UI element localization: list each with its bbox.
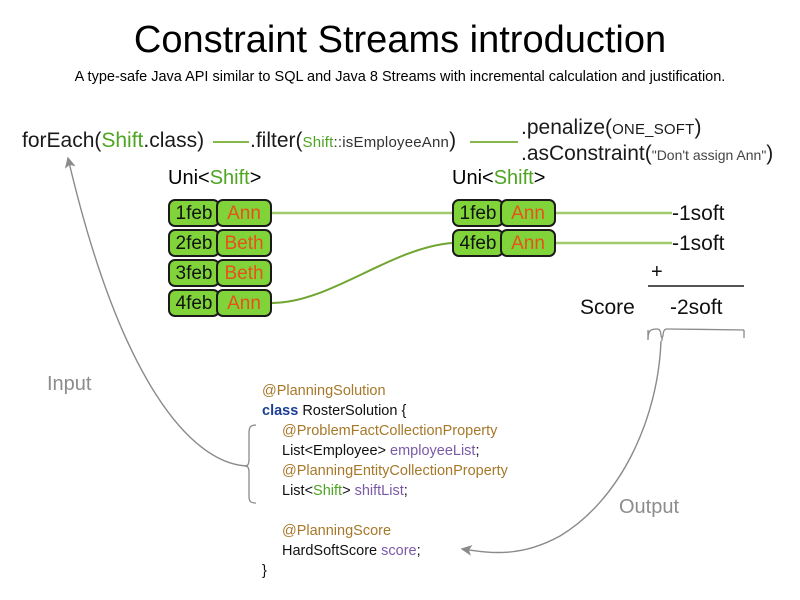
code-token-field: shiftList [354,483,404,499]
fact-card[interactable]: 1feb Ann [168,199,272,227]
fact-card[interactable]: 2feb Beth [168,229,272,257]
filter-ref-method-label: ::isEmployeeAnn [333,134,450,151]
fact-date: 4feb [452,229,504,257]
fact-date: 1feb [452,199,504,227]
foreach-tail-label: .class) [143,129,205,152]
code-token-plain: } [262,563,267,579]
uni-prefix-left: Uni< [168,167,210,189]
code-token-field: score [381,543,417,559]
uni-generic-left: Shift [209,167,250,189]
penalize-close-paren: ) [694,116,702,139]
code-token-plain: List< [282,483,314,499]
fact-card[interactable]: 1feb Ann [452,199,556,227]
fact-employee: Ann [216,289,272,317]
fact-card[interactable]: 4feb Ann [452,229,556,257]
stream-type-label-left: Uni<Shift> [168,166,261,190]
code-token-plain: HardSoftScore [282,543,382,559]
score-label: Score [580,296,635,319]
penalize-arg-label: ONE_SOFT [612,121,695,138]
code-line: @PlanningEntityCollectionProperty [262,461,508,481]
code-line: @PlanningSolution [262,381,508,401]
code-line: @ProblemFactCollectionProperty [262,421,508,441]
code-token-plain: List<Employee> [282,443,391,459]
score-total: -2soft [670,296,723,319]
code-token-plain: RosterSolution { [302,403,407,419]
code-token-plain: > [342,483,355,499]
fact-employee: Ann [216,199,272,227]
fact-employee: Ann [500,229,556,257]
stream-type-label-right: Uni<Shift> [452,166,545,190]
uni-prefix-right: Uni< [452,167,494,189]
code-token-field: employeeList [390,443,476,459]
filter-ref-type-label: Shift [302,134,334,151]
code-token-anno: @ProblemFactCollectionProperty [282,423,498,439]
code-token-anno: @PlanningScore [282,523,392,539]
fact-date: 2feb [168,229,220,257]
input-label: Input [47,373,92,395]
fact-card[interactable]: 4feb Ann [168,289,272,317]
score-impact: -1soft [672,202,725,225]
fact-date: 3feb [168,259,220,287]
code-token-kw: class [262,403,303,419]
asconstraint-method-label: .asConstraint( [521,142,652,165]
pipeline-connector-1 [213,141,249,143]
code-line: List<Employee> employeeList; [262,441,508,461]
filter-method-label: .filter( [250,129,303,152]
stream-link-curve [271,242,453,304]
code-line [262,501,508,521]
code-line: class RosterSolution { [262,401,508,421]
score-sum-operator: + [651,261,663,283]
uni-suffix-right: > [533,167,546,189]
page-title: Constraint Streams introduction [133,19,667,61]
code-field-brace [244,424,257,504]
code-block: @PlanningSolution class RosterSolution { @… [262,381,508,581]
foreach-method-label: forEach( [22,129,102,152]
code-token-plain: ; [403,483,408,499]
page-subtitle: A type-safe Java API similar to SQL and … [74,69,726,85]
code-token-plain [262,503,266,519]
penalize-method-label: .penalize( [521,116,613,139]
code-token-green: Shift [313,483,343,499]
code-token-plain: ; [475,443,480,459]
fact-employee: Beth [216,259,272,287]
code-token-anno: @PlanningEntityCollectionProperty [282,463,508,479]
pipeline-connector-2 [470,141,518,143]
fact-date: 4feb [168,289,220,317]
uni-generic-right: Shift [493,167,534,189]
foreach-expression[interactable]: forEach(Shift.class) [22,128,204,153]
fact-card[interactable]: 3feb Beth [168,259,272,287]
code-line: } [262,561,508,581]
fact-date: 1feb [168,199,220,227]
code-token-anno: @PlanningSolution [262,383,386,399]
filter-close-paren: ) [449,129,457,152]
output-label: Output [619,496,680,518]
foreach-type-label: Shift [101,129,144,152]
code-line: List<Shift> shiftList; [262,481,508,501]
asconstraint-arg-label: "Don't assign Ann" [651,147,767,163]
uni-suffix-left: > [249,167,262,189]
code-line: @PlanningScore [262,521,508,541]
fact-employee: Ann [500,199,556,227]
penalize-expression[interactable]: .penalize(ONE_SOFT) [521,115,702,142]
score-sum-rule [648,285,744,287]
score-impact: -1soft [672,232,725,255]
score-brace [647,328,745,341]
fact-employee: Beth [216,229,272,257]
asconstraint-close-paren: ) [766,142,774,165]
code-line: HardSoftScore score; [262,541,508,561]
filter-expression[interactable]: .filter(Shift::isEmployeeAnn) [250,128,456,155]
code-token-plain: ; [416,543,421,559]
asconstraint-expression[interactable]: .asConstraint("Don't assign Ann") [521,141,773,168]
